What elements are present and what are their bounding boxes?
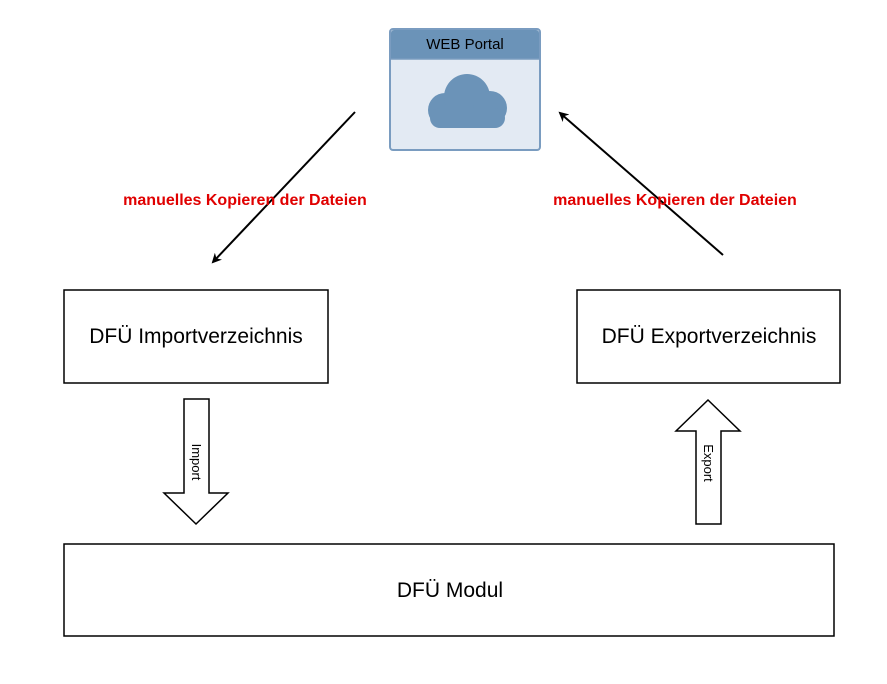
import-directory-label: DFÜ Importverzeichnis: [89, 325, 303, 348]
web-portal-header: [391, 30, 539, 59]
left-copy-label: manuelles Kopieren der Dateien: [123, 192, 367, 209]
export-block-arrow: Export: [674, 398, 742, 525]
export-arrow-label: Export: [701, 444, 716, 482]
export-directory-label: DFÜ Exportverzeichnis: [602, 325, 817, 348]
arrow-export-to-portal: [558, 111, 724, 256]
cloud-icon: [428, 74, 507, 128]
import-block-arrow: Import: [162, 398, 230, 526]
import-arrow-label: Import: [189, 444, 204, 481]
right-copy-label: manuelles Kopieren der Dateien: [553, 192, 797, 209]
web-portal-title: WEB Portal: [426, 36, 504, 53]
web-portal-window: WEB Portal: [389, 28, 541, 151]
module-box: DFÜ Modul: [63, 543, 835, 637]
import-directory-box: DFÜ Importverzeichnis: [63, 289, 329, 384]
module-label: DFÜ Modul: [397, 579, 503, 602]
export-directory-box: DFÜ Exportverzeichnis: [576, 289, 841, 384]
arrow-portal-to-import: [211, 111, 356, 264]
